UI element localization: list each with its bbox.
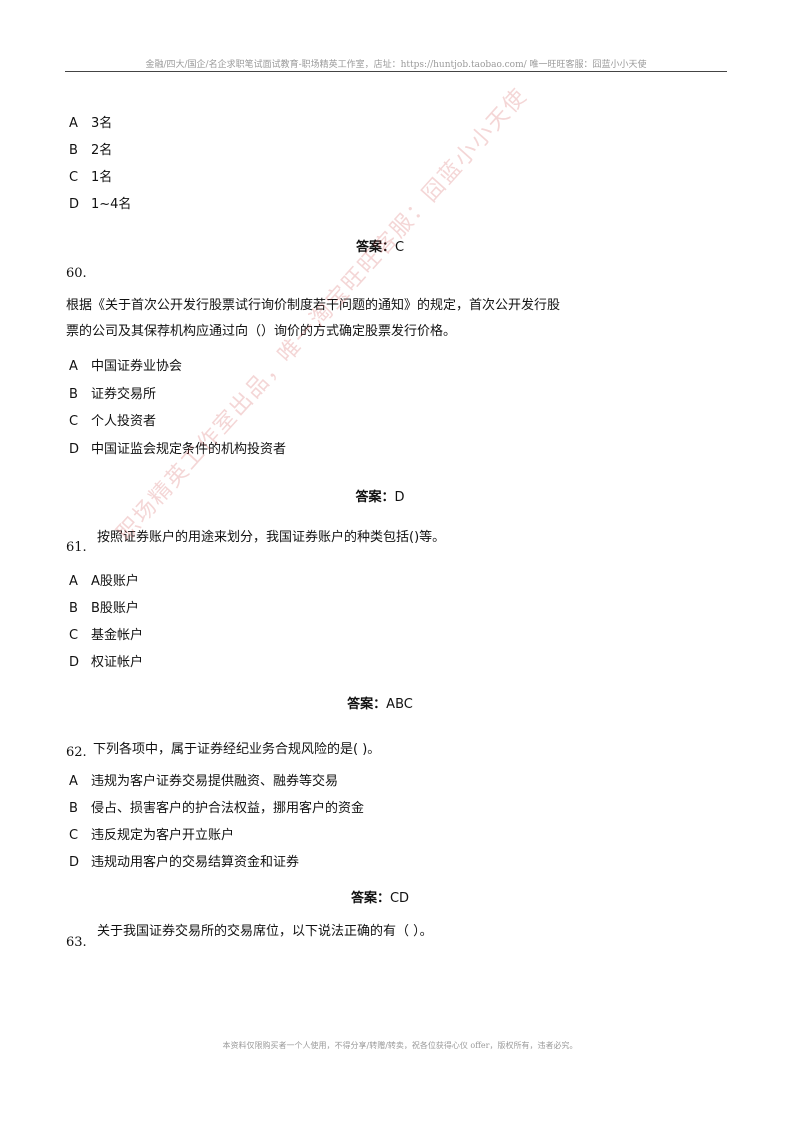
option-text: 违反规定为客户开立账户	[91, 828, 235, 843]
answer-label: 答案：	[347, 697, 387, 712]
option-letter: B	[69, 601, 78, 616]
option-text: 证券交易所	[91, 387, 157, 402]
option-a: A A股账户	[69, 570, 139, 589]
option-text: B股账户	[91, 601, 139, 616]
option-text: 1名	[91, 170, 113, 185]
option-d: D 中国证监会规定条件的机构投资者	[69, 438, 286, 457]
option-letter: C	[69, 170, 79, 185]
option-c: C 违反规定为客户开立账户	[69, 824, 234, 843]
answer-value: CD	[389, 891, 410, 906]
question-text: 关于我国证券交易所的交易席位，以下说法正确的有（ ）。	[97, 924, 433, 939]
option-d: D 1~4名	[69, 193, 131, 212]
option-letter: B	[69, 801, 78, 816]
option-letter: D	[69, 442, 80, 457]
option-text: 权证帐户	[91, 655, 144, 670]
option-d: D 权证帐户	[69, 651, 143, 670]
option-text: 中国证监会规定条件的机构投资者	[91, 442, 287, 457]
question-number: 61.	[66, 540, 87, 555]
option-text: 中国证券业协会	[91, 359, 183, 374]
option-letter: C	[69, 828, 79, 843]
option-a: A 违规为客户证券交易提供融资、融券等交易	[69, 770, 338, 789]
option-text: 个人投资者	[91, 414, 157, 429]
option-text: A股账户	[91, 574, 139, 589]
answer-line: 答案：CD	[0, 887, 760, 906]
answer-label: 答案：	[355, 240, 395, 255]
option-a: A 3名	[69, 112, 112, 131]
question-text: 下列各项中，属于证券经纪业务合规风险的是( )。	[93, 742, 381, 757]
option-text: 1~4名	[91, 197, 132, 212]
answer-value: D	[394, 490, 405, 505]
answer-line: 答案：C	[0, 236, 760, 255]
page-header: 金融/四大/国企/名企求职笔试面试教育-职场精英工作室，店址：https://h…	[145, 60, 647, 70]
header-rule	[65, 71, 727, 72]
answer-line: 答案：ABC	[0, 693, 760, 712]
option-letter: D	[69, 655, 80, 670]
page-footer: 本资料仅限购买者一个人使用，不得分享/转赠/转卖，祝各位获得心仪 offer，版…	[222, 1041, 578, 1050]
option-b: B B股账户	[69, 597, 139, 616]
option-c: C 基金帐户	[69, 624, 143, 643]
option-text: 3名	[91, 116, 113, 131]
option-text: 2名	[91, 143, 113, 158]
question-number: 63.	[66, 935, 87, 950]
answer-value: C	[394, 240, 405, 255]
option-b: B 侵占、损害客户的护合法权益，挪用客户的资金	[69, 797, 364, 816]
option-letter: A	[69, 359, 78, 374]
question-number: 62.	[66, 745, 87, 760]
option-letter: A	[69, 116, 78, 131]
option-c: C 个人投资者	[69, 410, 156, 429]
option-text: 侵占、损害客户的护合法权益，挪用客户的资金	[91, 801, 365, 816]
option-b: B 证券交易所	[69, 383, 156, 402]
option-a: A 中国证券业协会	[69, 355, 182, 374]
answer-line: 答案：D	[0, 486, 760, 505]
answer-label: 答案：	[350, 891, 390, 906]
option-letter: D	[69, 197, 80, 212]
option-b: B 2名	[69, 139, 112, 158]
option-text: 违规为客户证券交易提供融资、融券等交易	[91, 774, 339, 789]
option-d: D 违规动用客户的交易结算资金和证券	[69, 851, 299, 870]
question-text: 票的公司及其保荐机构应通过向（）询价的方式确定股票发行价格。	[66, 324, 457, 339]
option-letter: D	[69, 855, 80, 870]
option-letter: B	[69, 143, 78, 158]
option-letter: A	[69, 774, 78, 789]
option-c: C 1名	[69, 166, 112, 185]
question-text: 按照证券账户的用途来划分，我国证券账户的种类包括()等。	[97, 530, 446, 545]
question-number: 60.	[66, 266, 87, 281]
answer-value: ABC	[386, 697, 413, 712]
option-letter: C	[69, 414, 79, 429]
option-letter: B	[69, 387, 78, 402]
option-text: 违规动用客户的交易结算资金和证券	[91, 855, 300, 870]
option-letter: C	[69, 628, 79, 643]
option-letter: A	[69, 574, 78, 589]
answer-label: 答案：	[355, 490, 395, 505]
question-text: 根据《关于首次公开发行股票试行询价制度若干问题的通知》的规定，首次公开发行股	[66, 298, 561, 313]
option-text: 基金帐户	[91, 628, 144, 643]
